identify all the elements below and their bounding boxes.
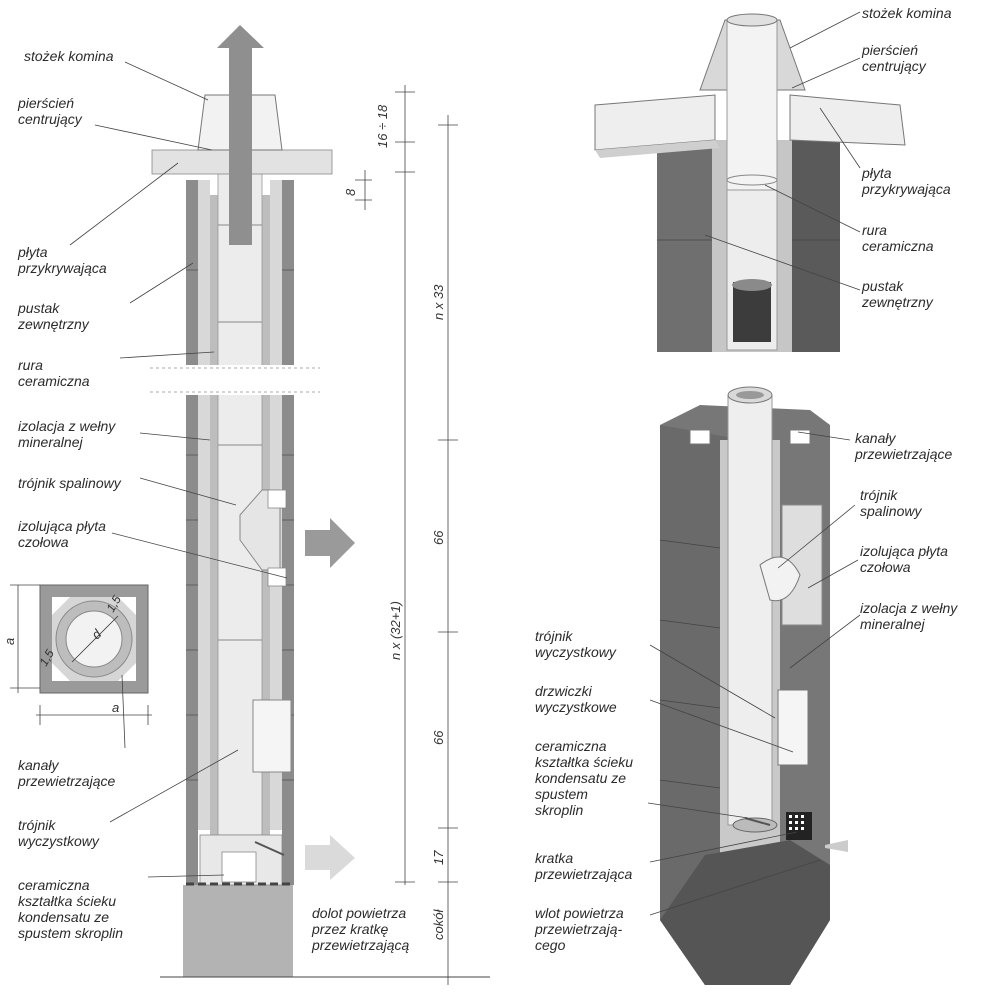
- inset-channel-tl: [52, 597, 70, 615]
- label-pierscien-centrujacy: pierścień centrujący: [18, 95, 82, 127]
- rb-block-joints: [659, 539, 721, 789]
- label-ksztaltka-scieku: ceramiczna kształtka ścieku kondensatu z…: [18, 877, 124, 941]
- outer-block-left: [186, 180, 198, 885]
- cleanout-tee: [252, 699, 292, 773]
- rt-pipe-bottom: [733, 282, 771, 342]
- rb-drain: [744, 817, 771, 826]
- label-rb-trojnik-wyczystkowy: trójnik wyczystkowy: [535, 628, 616, 660]
- rt-pipe-top: [726, 19, 778, 191]
- inset-pipe: [65, 610, 123, 668]
- label-rt-pierscien: pierścień centrujący: [862, 42, 926, 74]
- label-rb-trojnik-spalinowy: trójnik spalinowy: [860, 487, 922, 519]
- condensate-box: [221, 851, 257, 883]
- inset-channel-bl: [52, 663, 70, 681]
- label-rt-rura: rura ceramiczna: [862, 222, 934, 254]
- left-section-view: [150, 25, 490, 978]
- rb-channel-left: [689, 429, 711, 445]
- rb-condensate-rim: [732, 817, 778, 833]
- insulation-left: [210, 195, 218, 835]
- label-rb-wlot: wlot powietrza przewietrzają- cego: [535, 905, 624, 953]
- rb-pipe-hole: [736, 391, 764, 399]
- label-rt-pustak: pustak zewnętrzny: [862, 278, 933, 310]
- dim-66-lower: 66: [431, 730, 446, 745]
- rt-block-side: [792, 140, 840, 352]
- label-rb-izolacja: izolacja z wełny mineralnej: [860, 600, 958, 632]
- tee-port-bottom: [267, 567, 287, 587]
- dim-16-18: 16 ÷ 18: [375, 104, 390, 148]
- rt-leader-lines: [704, 11, 861, 291]
- dim-8: 8: [343, 188, 358, 196]
- rb-cleanout-door: [777, 689, 809, 766]
- rt-pipe-rim-top: [726, 13, 778, 27]
- inset-diameter: [71, 615, 119, 663]
- tee-port-top: [267, 489, 287, 509]
- inset-channel-tr: [118, 597, 136, 615]
- condensate-drain: [254, 841, 285, 856]
- rt-block-front: [657, 140, 712, 352]
- label-rb-izolujaca: izolująca płyta czołowa: [860, 543, 948, 575]
- inset-dim-a-vertical: a: [2, 638, 17, 645]
- rb-channel-right: [789, 429, 811, 445]
- cross-section-inset: [10, 584, 152, 725]
- rt-plate-right: [789, 94, 906, 146]
- rb-pipe: [727, 394, 773, 826]
- label-rb-ksztaltka: ceramiczna kształtka ścieku kondensatu z…: [535, 738, 634, 818]
- dim-66-upper: 66: [431, 530, 446, 545]
- dimension-lines: [355, 85, 458, 985]
- rt-pipe-rim-low: [732, 279, 772, 291]
- label-trojnik-spalinowy: trójnik spalinowy: [18, 475, 121, 491]
- right-top-3d-view: [594, 13, 906, 352]
- label-rt-stozek-komina: stożek komina: [862, 5, 952, 21]
- inset-channel-br: [118, 663, 136, 681]
- rb-air-arrow: [825, 840, 848, 852]
- inset-dim-a-horizontal: a: [112, 700, 119, 715]
- label-dolot-powietrza: dolot powietrza przez kratkę przewietrza…: [312, 905, 410, 953]
- dim-17: 17: [431, 850, 446, 865]
- dim-cokol: cokół: [431, 909, 446, 940]
- rb-base: [660, 840, 830, 985]
- exhaust-arrow-up: [217, 25, 264, 245]
- flue-inlet-arrow: [305, 518, 355, 568]
- label-trojnik-wyczystkowy: trójnik wyczystkowy: [18, 817, 99, 849]
- label-stozek-komina: stożek komina: [24, 48, 114, 64]
- label-rt-plyta: płyta przykrywająca: [862, 165, 951, 197]
- label-rura-ceramiczna: rura ceramiczna: [18, 357, 90, 389]
- section-break: [170, 365, 310, 395]
- dim-n-x-32-1: n x (32+1): [388, 601, 403, 660]
- dim-n-x-33: n x 33: [431, 284, 446, 320]
- label-rb-kanaly: kanały przewietrzające: [855, 430, 953, 462]
- left-leader-lines: [69, 61, 288, 878]
- label-izolujaca-plyta: izolująca płyta czołowa: [18, 518, 106, 550]
- rb-flue-tee: [759, 556, 801, 602]
- right-bottom-3d-view: [659, 386, 848, 985]
- label-rb-drzwiczki: drzwiczki wyczystkowe: [535, 683, 617, 715]
- rb-leader-lines: [647, 431, 861, 916]
- label-kanaly-przewietrzajace: kanały przewietrzające: [18, 757, 116, 789]
- label-rb-kratka: kratka przewietrzająca: [535, 850, 633, 882]
- outer-block-right: [282, 180, 294, 885]
- plinth: [183, 885, 293, 977]
- rb-grille-holes: [789, 815, 804, 830]
- rt-plate-left-edge: [595, 140, 720, 158]
- label-plyta-przykrywajaca: płyta przykrywająca: [18, 244, 107, 276]
- rt-pipe-joint: [726, 174, 778, 186]
- vent-channel-left: [198, 180, 210, 830]
- label-pustak-zewnetrzny: pustak zewnętrzny: [18, 300, 89, 332]
- air-inlet-arrow: [305, 835, 355, 880]
- label-izolacja-z-welny: izolacja z wełny mineralnej: [18, 418, 116, 450]
